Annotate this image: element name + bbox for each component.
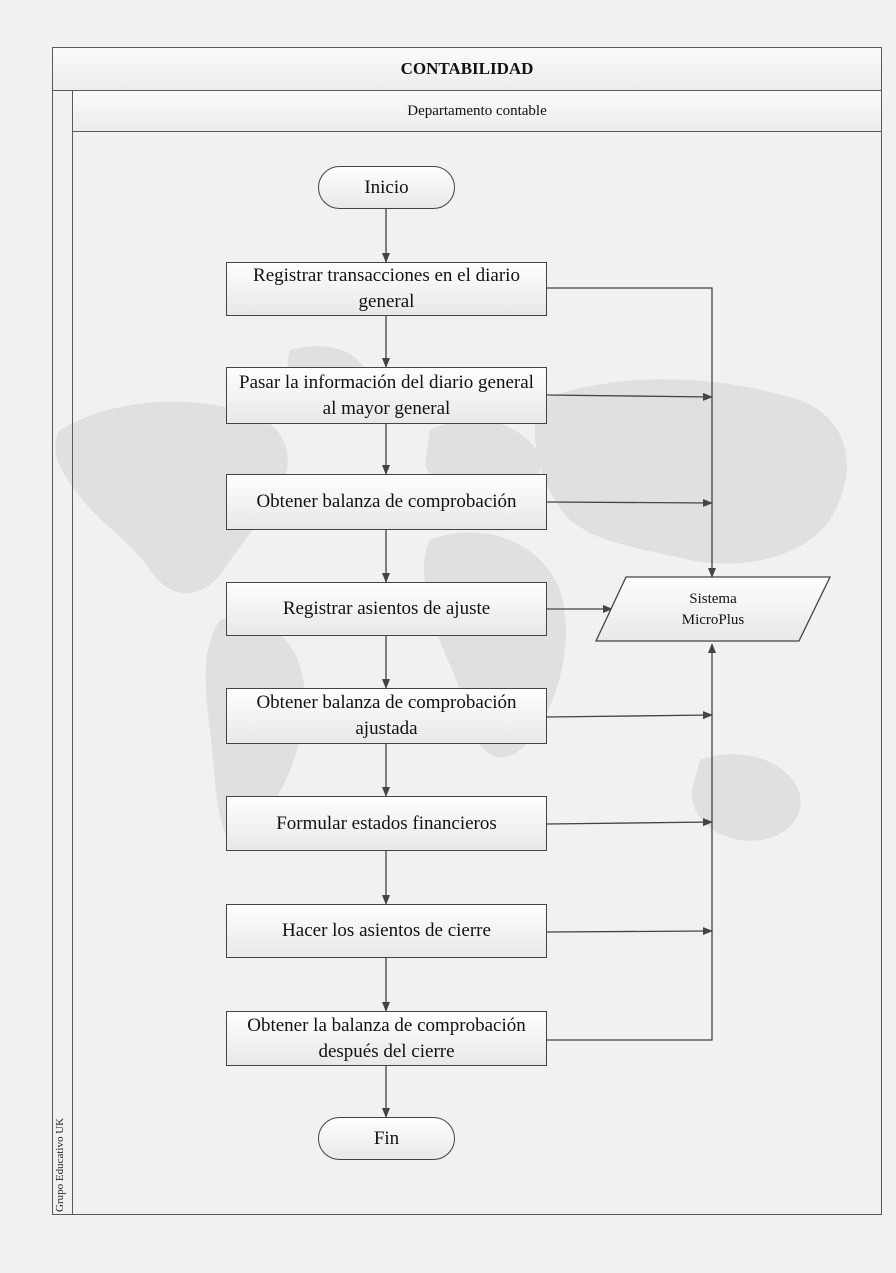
end-terminal[interactable]: Fin [318, 1117, 455, 1160]
process-step[interactable]: Obtener balanza de comprobación ajustada [226, 688, 547, 744]
lane-title: Departamento contable [73, 90, 882, 132]
process-step[interactable]: Obtener la balanza de comprobación despu… [226, 1011, 547, 1066]
process-step[interactable]: Registrar transacciones en el diario gen… [226, 262, 547, 316]
end-label: Fin [373, 1127, 400, 1149]
process-step[interactable]: Pasar la información del diario general … [226, 367, 547, 424]
pool-title: CONTABILIDAD [52, 47, 882, 91]
process-step-label: Formular estados financieros [276, 812, 497, 834]
system-label-line2: MicroPlus [681, 612, 745, 628]
pool-side-strip [52, 90, 73, 1215]
process-step-label: Obtener balanza de comprobación ajustada [256, 692, 517, 739]
process-step[interactable]: Registrar asientos de ajuste [226, 582, 547, 636]
process-step-label: Registrar transacciones en el diario gen… [253, 265, 520, 312]
process-step-label: Obtener balanza de comprobación [256, 491, 517, 512]
system-link [546, 711, 713, 720]
process-step-label: Hacer los asientos de cierre [282, 920, 491, 941]
system-link-bottom [547, 643, 716, 1041]
system-link [546, 927, 713, 936]
system-link-top [547, 287, 716, 578]
system-link [546, 392, 713, 401]
process-step[interactable]: Hacer los asientos de cierre [226, 904, 547, 958]
system-label: Sistema MicroPlus [618, 589, 808, 631]
start-terminal[interactable]: Inicio [318, 166, 455, 209]
system-link [546, 818, 713, 827]
process-step-label: Registrar asientos de ajuste [282, 598, 491, 619]
process-step[interactable]: Formular estados financieros [226, 796, 547, 851]
start-label: Inicio [364, 176, 409, 198]
system-link [546, 498, 713, 507]
system-data-shape [594, 576, 832, 642]
system-label-line1: Sistema [689, 591, 737, 607]
process-step-label: Obtener la balanza de comprobación despu… [247, 1014, 526, 1062]
process-step[interactable]: Obtener balanza de comprobación [226, 474, 547, 530]
process-step-label: Pasar la información del diario general … [239, 371, 534, 419]
